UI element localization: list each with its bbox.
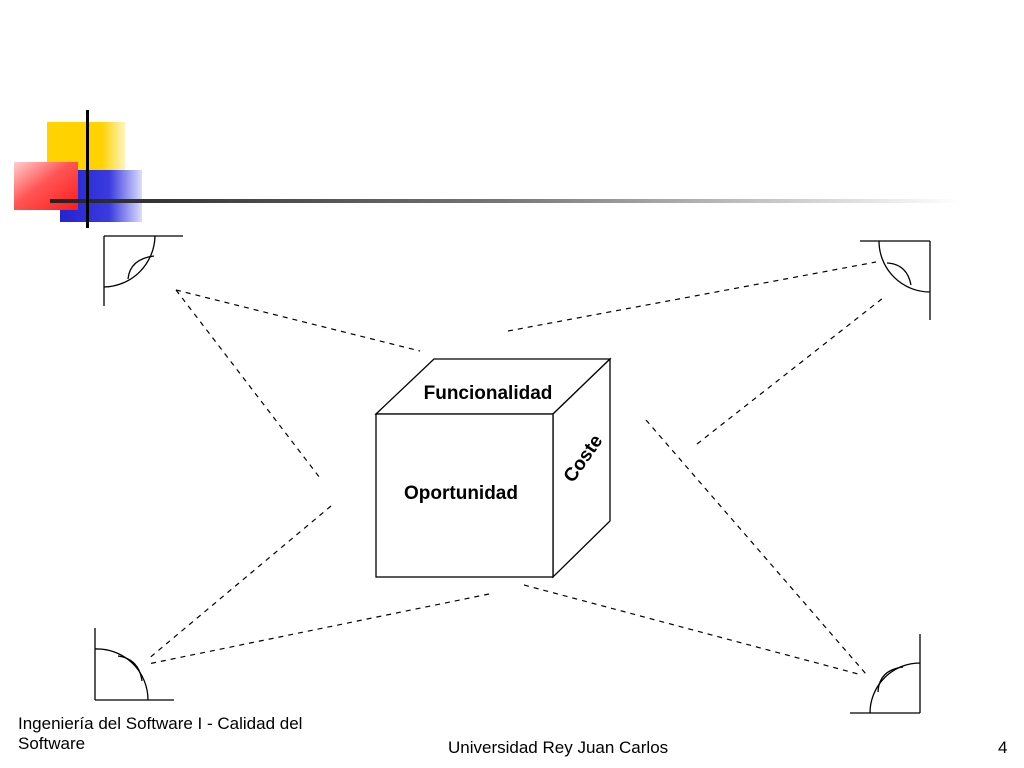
- header-decoration: [14, 110, 960, 228]
- footer-university: Universidad Rey Juan Carlos: [448, 738, 669, 757]
- dashed-connectors: [146, 261, 884, 676]
- connector-bl-left: [146, 505, 332, 661]
- header-rule: [50, 199, 960, 203]
- quality-cube: [374, 357, 612, 579]
- connector-tr-top: [507, 261, 877, 332]
- connector-tl-top: [175, 289, 421, 352]
- cube-front-face: [375, 413, 554, 578]
- connector-tl-left: [175, 289, 321, 479]
- connector-br-side: [645, 419, 867, 675]
- corner-symbol-bottom-right: [850, 634, 921, 714]
- vertical-rule: [86, 110, 89, 228]
- connector-tr-side: [696, 297, 884, 445]
- cube-label-top: Funcionalidad: [424, 383, 553, 404]
- corner-symbol-bottom-left: [94, 628, 174, 701]
- footer-page-number: 4: [998, 738, 1008, 757]
- connector-bl-bottom: [147, 593, 490, 665]
- corner-symbol-top-left: [103, 235, 183, 306]
- footer-course-title: Ingeniería del Software I - Calidad del …: [18, 714, 303, 753]
- corner-symbol-top-right: [860, 240, 931, 320]
- cube-label-front: Oportunidad: [404, 483, 518, 504]
- connector-br-bottom: [523, 584, 863, 676]
